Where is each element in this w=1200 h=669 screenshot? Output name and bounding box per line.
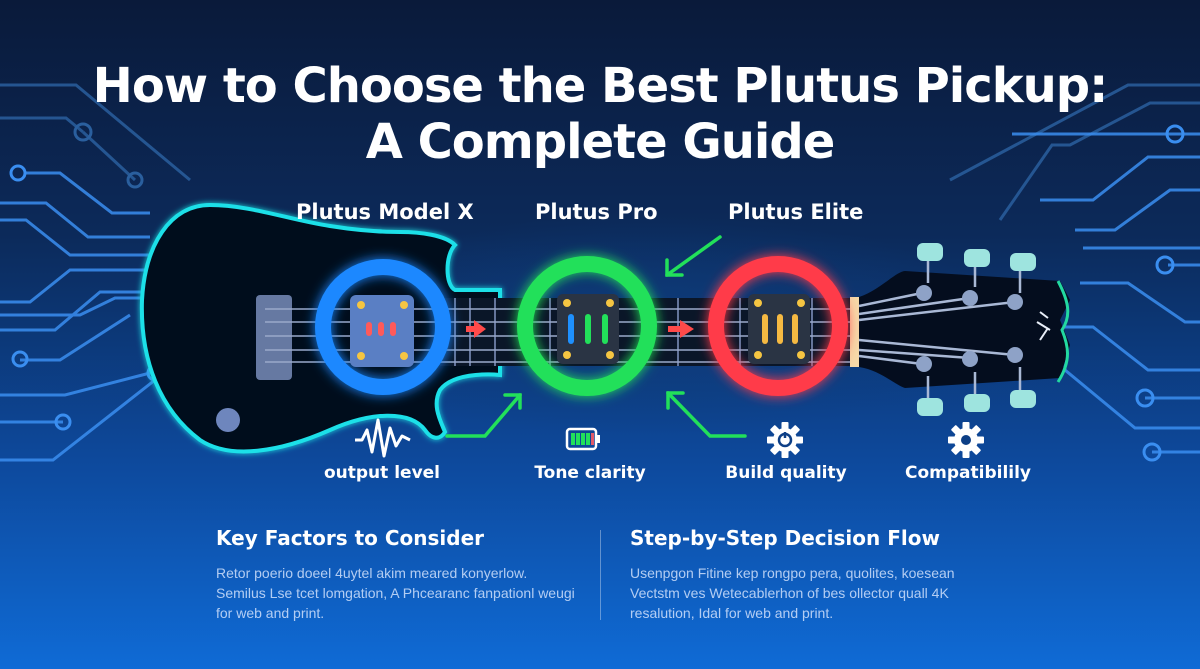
title-line-2: A Complete Guide [365,114,836,170]
section-heading-key-factors: Key Factors to Consider [216,526,485,550]
circuit-lines-left [0,83,191,462]
ring-red [708,256,848,396]
nut [850,297,859,367]
tuner-keys [917,243,1036,416]
arrow-icon-red [466,320,694,338]
ring-green [517,256,657,396]
model-label-x: Plutus Model X [296,200,474,224]
bridge [256,295,292,380]
circuit-nodes-left [9,122,164,431]
gear-power-icon [767,422,803,458]
headstock [858,243,1070,416]
model-label-elite: Plutus Elite [728,200,864,224]
arrow-icon-green [445,235,747,438]
factor-build-quality: Build quality [725,463,847,483]
tuning-pegs [916,285,1023,372]
battery-icon [565,427,600,451]
factor-output-level: output level [323,463,441,483]
pickup-model-x [315,259,451,395]
gear-icon [948,422,984,458]
section-heading-decision-flow: Step-by-Step Decision Flow [630,526,940,550]
section-body-key-factors: Retor poerio doeel 4uytel akim meared ko… [216,565,575,621]
control-knob [216,408,240,432]
title-line-1: How to Choose the Best Plutus Pickup: [92,58,1109,114]
section-body-decision-flow: Usenpgon Fitine kep rongpo pera, quolite… [630,565,955,621]
waveform-icon [355,418,411,458]
factor-compatibility: Compatibilily [904,463,1032,483]
factor-tone-clarity: Tone clarity [534,463,646,483]
page-title: How to Choose the Best Plutus Pickup: A … [0,58,1200,170]
section-divider [600,530,601,620]
pickup-pro [517,256,657,396]
logo-icon [1036,311,1051,341]
ring-blue [315,259,451,395]
pickup-elite [708,256,848,396]
model-label-pro: Plutus Pro [535,200,658,224]
